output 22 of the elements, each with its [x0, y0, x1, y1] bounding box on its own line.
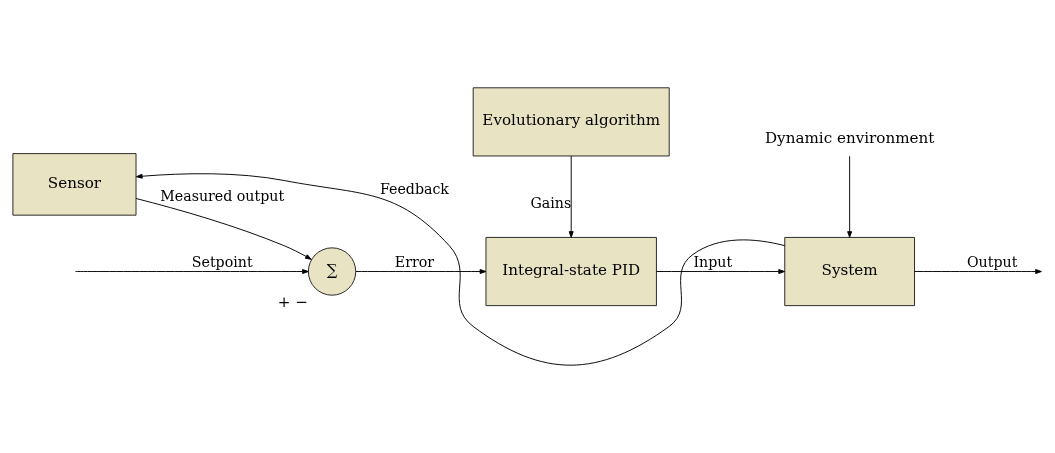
- edge-label: Output: [966, 253, 1018, 270]
- edge-label: Feedback: [379, 180, 449, 197]
- node-label: + −: [277, 293, 308, 312]
- node-box: Integral-state PID: [485, 236, 657, 307]
- edge-label: Setpoint: [191, 253, 253, 270]
- node-circle: ∑: [307, 247, 357, 296]
- arrow: [135, 198, 312, 260]
- arrow: [355, 269, 487, 274]
- arrow: [75, 269, 309, 274]
- node-box: System: [784, 236, 915, 307]
- node-text: Dynamic environment: [764, 128, 935, 147]
- edge-label: Measured output: [160, 188, 285, 205]
- node-box: Sensor: [12, 153, 137, 216]
- node-box: Evolutionary algorithm: [472, 87, 670, 157]
- edge-label: Gains: [530, 195, 572, 212]
- arrow: [914, 269, 1042, 274]
- arrow: [135, 173, 786, 366]
- arrow: [656, 269, 785, 274]
- arrow: [568, 155, 574, 238]
- edge-label: Error: [394, 253, 435, 270]
- arrow: [847, 155, 853, 238]
- edge-label: Input: [693, 253, 733, 270]
